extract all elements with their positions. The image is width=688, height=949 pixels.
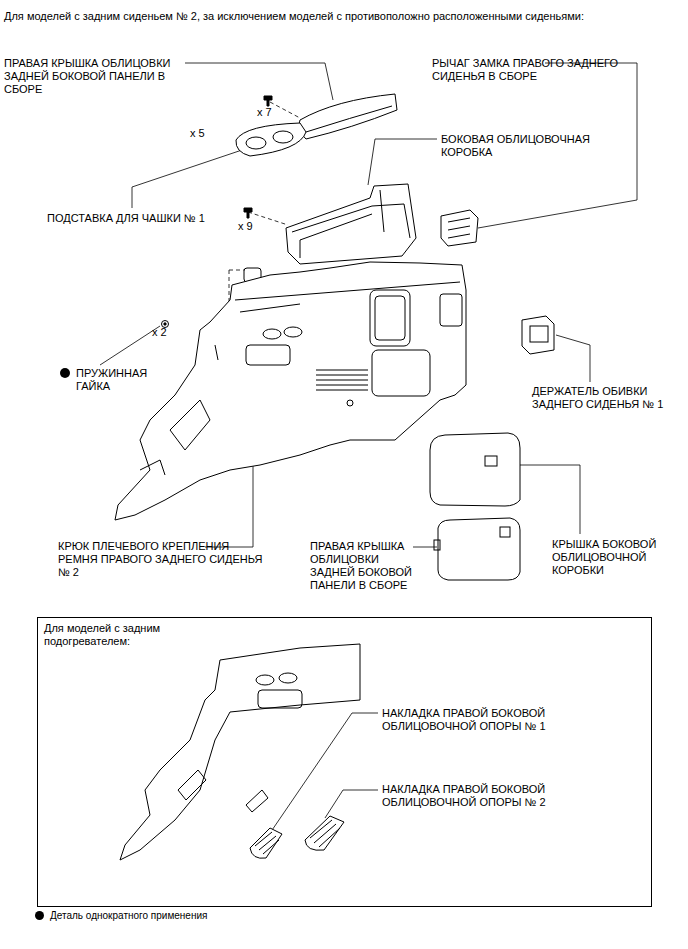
callout-number: x 5 xyxy=(190,127,205,140)
trim-holder xyxy=(522,316,554,354)
rear-side-cover xyxy=(299,94,397,139)
part-label: ПРУЖИННАЯ ГАЙКА xyxy=(76,367,156,393)
page-title: Для моделей с задним сиденьем № 2, за ис… xyxy=(4,10,644,23)
legend-entry: Деталь однократного применения xyxy=(35,909,207,922)
part-label: ПРАВАЯ КРЫШКА ОБЛИЦОВКИ ЗАДНЕЙ БОКОВОЙ П… xyxy=(4,57,186,96)
inset-heading: Для моделей с задним подогревателем: xyxy=(38,618,200,652)
part-label: РЫЧАГ ЗАМКА ПРАВОГО ЗАДНЕГО СИДЕНЬЯ В СБ… xyxy=(432,57,622,83)
leader-lines xyxy=(100,63,637,836)
inset-frame: Для моделей с задним подогревателем: xyxy=(37,617,652,907)
screw-symbol xyxy=(244,96,272,218)
rear-panel-cover xyxy=(438,518,520,580)
lock-lever xyxy=(441,210,478,246)
cup-holder xyxy=(236,123,306,156)
callout-number: x 7 xyxy=(257,106,272,119)
part-label: НАКЛАДКА ПРАВОЙ БОКОВОЙ ОБЛИЦОВОЧНОЙ ОПО… xyxy=(382,783,587,809)
part-label: БОКОВАЯ ОБЛИЦОВОЧНАЯ КОРОБКА xyxy=(441,133,591,159)
legend-text: Деталь однократного применения xyxy=(50,910,207,921)
callout-number: x 9 xyxy=(238,220,253,233)
legend-swatch xyxy=(35,911,44,920)
callout-number: x 2 xyxy=(152,326,167,339)
side-box xyxy=(286,184,416,264)
part-label: ДЕРЖАТЕЛЬ ОБИВКИ ЗАДНЕГО СИДЕНЬЯ № 1 xyxy=(532,385,682,411)
part-label: НАКЛАДКА ПРАВОЙ БОКОВОЙ ОБЛИЦОВОЧНОЙ ОПО… xyxy=(382,707,587,733)
part-label: КРЫШКА БОКОВОЙ ОБЛИЦОВОЧНОЙ КОРОБКИ xyxy=(552,538,672,577)
side-trim-panel xyxy=(115,262,466,520)
side-box-cover xyxy=(430,433,520,506)
inset-panel xyxy=(120,644,360,860)
part-label: ПОДСТАВКА ДЛЯ ЧАШКИ № 1 xyxy=(47,212,205,225)
one-time-use-mark xyxy=(60,368,70,378)
part-label: ПРАВАЯ КРЫШКА ОБЛИЦОВКИ ЗАДНЕЙ БОКОВОЙ П… xyxy=(310,540,420,592)
part-label: КРЮК ПЛЕЧЕВОГО КРЕПЛЕНИЯ РЕМНЯ ПРАВОГО З… xyxy=(58,540,263,579)
